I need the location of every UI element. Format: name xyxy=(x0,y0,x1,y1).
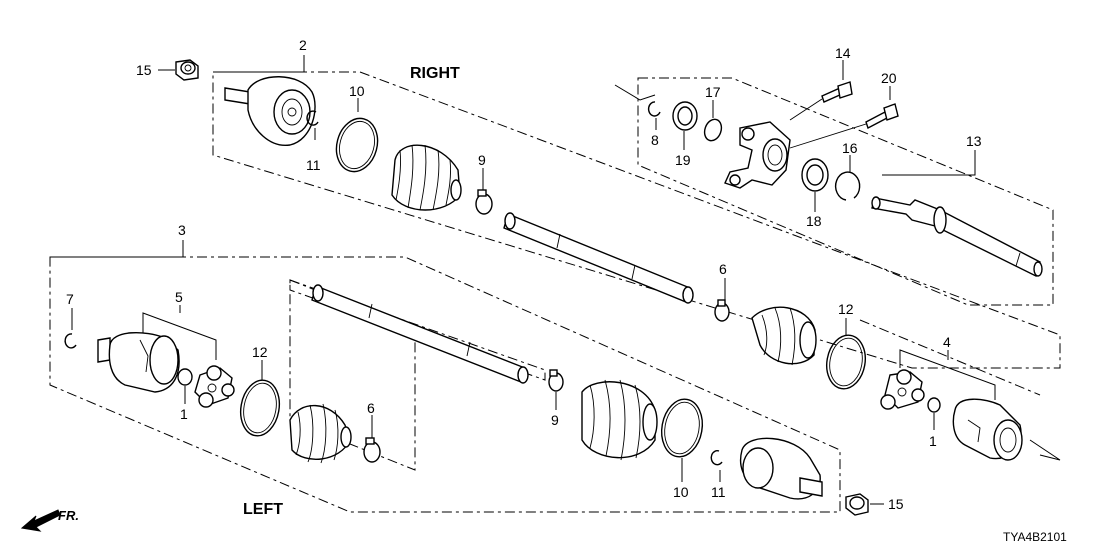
callout-number: 16 xyxy=(842,140,858,156)
diagram-code: TYA4B2101 xyxy=(1003,530,1067,544)
callout-number: 19 xyxy=(675,152,691,168)
callout-number: 1 xyxy=(929,433,937,449)
boot-band-icon xyxy=(660,398,704,458)
snap-ring-icon xyxy=(177,368,193,386)
leader-8-arrow xyxy=(614,84,656,101)
half-shaft-icon xyxy=(503,212,694,304)
flange-nut-icon xyxy=(158,59,199,81)
leader-5 xyxy=(142,312,217,360)
left-side-label: LEFT xyxy=(243,501,283,518)
callout-number: 14 xyxy=(835,45,851,61)
callout-number: 10 xyxy=(349,83,365,99)
snap-ring-icon xyxy=(834,171,861,201)
bolt-icon xyxy=(789,86,899,149)
snap-ring-icon xyxy=(647,101,661,117)
callout-number: 20 xyxy=(881,70,897,86)
callout-number: 17 xyxy=(705,84,721,100)
bearing-icon xyxy=(801,158,829,192)
leader-4-arrow xyxy=(1029,439,1061,461)
callout-number: 12 xyxy=(838,301,854,317)
callout-number: 5 xyxy=(175,289,183,305)
front-direction-arrow-icon xyxy=(20,509,61,532)
leader-13 xyxy=(882,150,976,176)
callout-number: 8 xyxy=(651,132,659,148)
callout-number: 7 xyxy=(66,291,74,307)
cv-boot-icon xyxy=(391,144,462,211)
snap-ring-icon xyxy=(306,110,319,126)
inner-joint-housing-icon xyxy=(952,398,1023,461)
outer-cv-joint-icon xyxy=(224,76,316,146)
callout-number: 15 xyxy=(888,496,904,512)
callout-number: 11 xyxy=(711,484,726,500)
boot-clamp-icon xyxy=(714,299,730,322)
boot-clamp-icon xyxy=(475,189,493,215)
boot-band-icon xyxy=(335,117,379,173)
callout-number: 11 xyxy=(306,157,321,173)
leader-3 xyxy=(50,240,184,258)
snap-ring-icon xyxy=(710,450,723,466)
callout-number: 4 xyxy=(943,334,951,350)
group-outline-left-driveshaft xyxy=(49,256,841,513)
boot-band-icon xyxy=(239,379,281,437)
oil-seal-icon xyxy=(672,101,698,131)
callout-number: 10 xyxy=(673,484,689,500)
leader-2 xyxy=(213,55,305,73)
tripod-joint-icon xyxy=(880,369,925,410)
bearing-support-bracket-icon xyxy=(724,121,791,189)
flange-nut-icon xyxy=(845,493,884,516)
callout-number: 9 xyxy=(478,152,486,168)
callout-number: 2 xyxy=(299,37,307,53)
boot-clamp-icon xyxy=(363,437,381,463)
snap-ring-icon xyxy=(927,397,941,413)
callout-number: 6 xyxy=(367,400,375,416)
bolt-icon xyxy=(789,60,853,121)
group-outline-intermediate-shaft xyxy=(637,77,1054,306)
inner-joint-housing-icon xyxy=(97,331,180,393)
callout-number: 1 xyxy=(180,406,188,422)
boot-band-icon xyxy=(826,334,866,390)
callout-number: 13 xyxy=(966,133,982,149)
intermediate-shaft-icon xyxy=(871,196,1043,278)
group-outline-left-shaft xyxy=(289,279,546,381)
callout-number: 12 xyxy=(252,344,268,360)
outer-cv-joint-icon xyxy=(739,437,823,500)
tripod-joint-icon xyxy=(194,365,235,408)
cv-boot-icon xyxy=(751,306,817,366)
snap-ring-icon xyxy=(64,333,77,349)
half-shaft-icon xyxy=(311,284,529,384)
right-side-label: RIGHT xyxy=(410,65,460,82)
callout-number: 18 xyxy=(806,213,822,229)
front-label: FR. xyxy=(58,508,79,523)
callout-number: 9 xyxy=(551,412,559,428)
boot-clamp-icon xyxy=(548,369,564,392)
callout-number: 15 xyxy=(136,62,152,78)
group-outline-joint xyxy=(859,319,1041,396)
snap-ring-icon xyxy=(703,118,723,142)
callout-number: 6 xyxy=(719,261,727,277)
group-outline-right-driveshaft xyxy=(212,71,1061,369)
cv-boot-icon xyxy=(581,379,658,461)
leader-4 xyxy=(899,349,996,400)
cv-boot-icon xyxy=(289,403,352,464)
callout-number: 3 xyxy=(178,222,186,238)
